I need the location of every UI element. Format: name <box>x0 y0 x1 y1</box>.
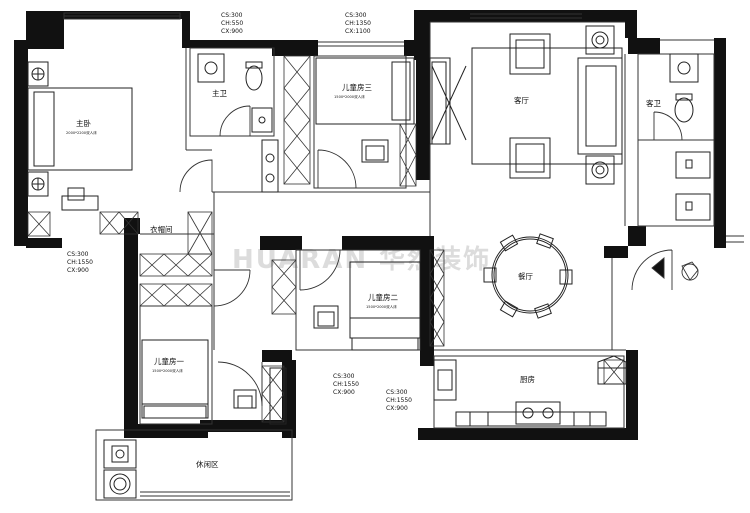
dimension-notes: CS:300 CH:550 CX:900 CS:300 CH:1350 CX:1… <box>67 12 412 412</box>
dim-left-middle-ch: CH:1550 <box>67 259 93 266</box>
partition-lines <box>63 12 744 501</box>
label-child-room-3: 儿童房三 <box>342 82 372 92</box>
label-child-room-2: 儿童房二 <box>368 292 398 302</box>
dim-top-center-cs: CS:300 <box>345 12 367 19</box>
dim-bottom-right-cx: CX:900 <box>386 405 408 412</box>
note-child-1-bed: 1500*2000双人床 <box>152 368 183 373</box>
label-kitchen: 厨房 <box>520 374 535 384</box>
label-living-room: 客厅 <box>514 95 529 105</box>
dim-top-center-cx: CX:1100 <box>345 28 371 35</box>
dim-top-center-ch: CH:1350 <box>345 20 371 27</box>
living-room-furniture <box>431 25 623 185</box>
label-child-room-1: 儿童房一 <box>154 356 184 366</box>
room-labels: 主卧 2000*2200双人床 主卫 儿童房三 1500*2000双人床 客厅 … <box>66 82 661 469</box>
label-guest-bath: 客卫 <box>646 98 661 108</box>
dim-bottom-center-ch: CH:1550 <box>333 381 359 388</box>
note-master-bed: 2000*2200双人床 <box>66 130 97 135</box>
leisure-area-fixtures <box>103 367 287 499</box>
dim-top-left-ch: CH:550 <box>221 20 243 27</box>
dim-left-middle-cx: CX:900 <box>67 267 89 274</box>
master-bed <box>27 61 133 211</box>
note-child-2-bed: 1500*2000双人床 <box>366 304 397 309</box>
master-bath-fixtures <box>197 53 279 193</box>
note-child-3-bed: 1500*2000双人床 <box>334 94 365 99</box>
dim-bottom-center-cx: CX:900 <box>333 389 355 396</box>
dim-top-left-cx: CX:900 <box>221 28 243 35</box>
guest-bath-fixtures <box>669 53 711 221</box>
label-walk-in-closet: 衣帽间 <box>150 224 173 234</box>
dim-bottom-right-cs: CS:300 <box>386 389 408 396</box>
doors <box>179 105 699 407</box>
child-room-1-furniture <box>141 339 257 419</box>
child-room-2-furniture <box>313 261 421 351</box>
label-dining-room: 餐厅 <box>518 272 533 281</box>
dim-bottom-right-ch: CH:1550 <box>386 397 412 404</box>
label-master-bedroom: 主卧 <box>76 118 91 128</box>
dim-top-left-cs: CS:300 <box>221 12 243 19</box>
dining-table <box>483 233 573 319</box>
dim-left-middle-cs: CS:300 <box>67 251 89 258</box>
label-leisure-area: 休闲区 <box>196 459 219 469</box>
wardrobes <box>27 55 625 423</box>
dim-bottom-center-cs: CS:300 <box>333 373 355 380</box>
kitchen-fixtures <box>433 355 627 427</box>
label-master-bath: 主卫 <box>212 88 227 98</box>
exterior-walls <box>14 10 726 440</box>
